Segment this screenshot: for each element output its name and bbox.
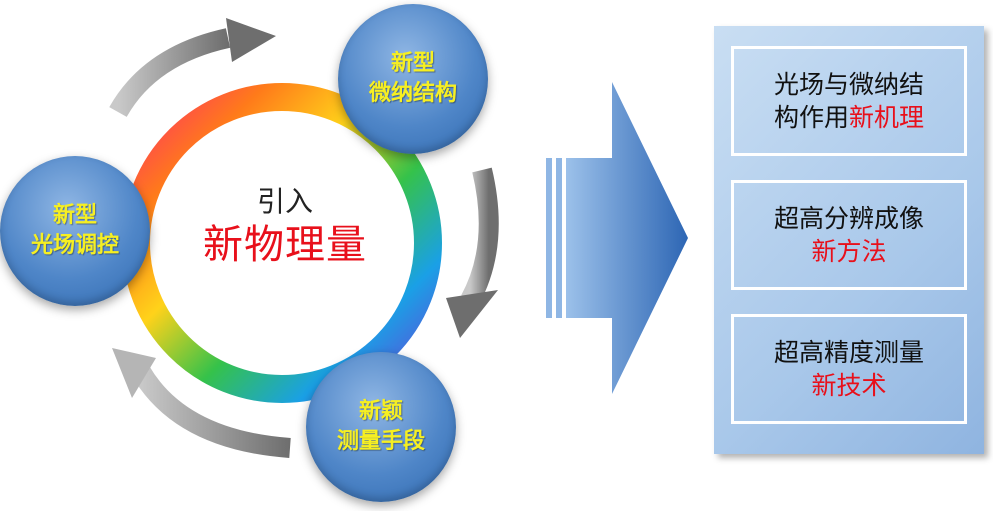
bubble-top-line2: 微纳结构 <box>368 81 457 106</box>
results-panel: 光场与微纳结 构作用新机理 超高分辨成像 新方法 超高精度测量 新技术 <box>714 26 984 454</box>
center-label-intro: 引入 <box>256 185 313 218</box>
bubble-bottom-line1: 新颖 <box>358 399 403 424</box>
result2-line2: 新方法 <box>811 237 887 266</box>
arrow-bottom-head <box>112 348 156 398</box>
arrow-right-arc <box>461 167 499 305</box>
bubble-left-line2: 光场调控 <box>30 233 119 258</box>
bubble-top-line1: 新型 <box>390 51 435 76</box>
center-label-main: 新物理量 <box>203 222 367 268</box>
arrow-top-head <box>226 18 276 62</box>
result-new-method: 超高分辨成像 新方法 <box>731 180 967 290</box>
result-new-mechanism: 光场与微纳结 构作用新机理 <box>731 46 967 156</box>
bubble-bottom-line2: 测量手段 <box>336 429 425 454</box>
arrow-right-head <box>446 290 498 338</box>
bubble-left-line1: 新型 <box>52 203 97 228</box>
result1-line1: 光场与微纳结 <box>773 70 924 99</box>
result3-line2: 新技术 <box>811 371 887 400</box>
bubble-new-measurement: 新颖 测量手段 <box>306 352 456 502</box>
result-new-technology: 超高精度测量 新技术 <box>731 314 967 424</box>
result3-line1: 超高精度测量 <box>773 338 924 367</box>
result1-line2: 构作用新机理 <box>773 103 925 132</box>
bubble-new-microstructure: 新型 微纳结构 <box>338 4 488 154</box>
result2-line1: 超高分辨成像 <box>773 204 924 233</box>
big-right-arrow <box>546 82 688 394</box>
cycle-arrows <box>109 28 499 458</box>
bubble-new-light-field: 新型 光场调控 <box>0 156 150 306</box>
arrow-top-arc <box>109 28 231 118</box>
arrow-bottom-arc <box>131 364 291 458</box>
